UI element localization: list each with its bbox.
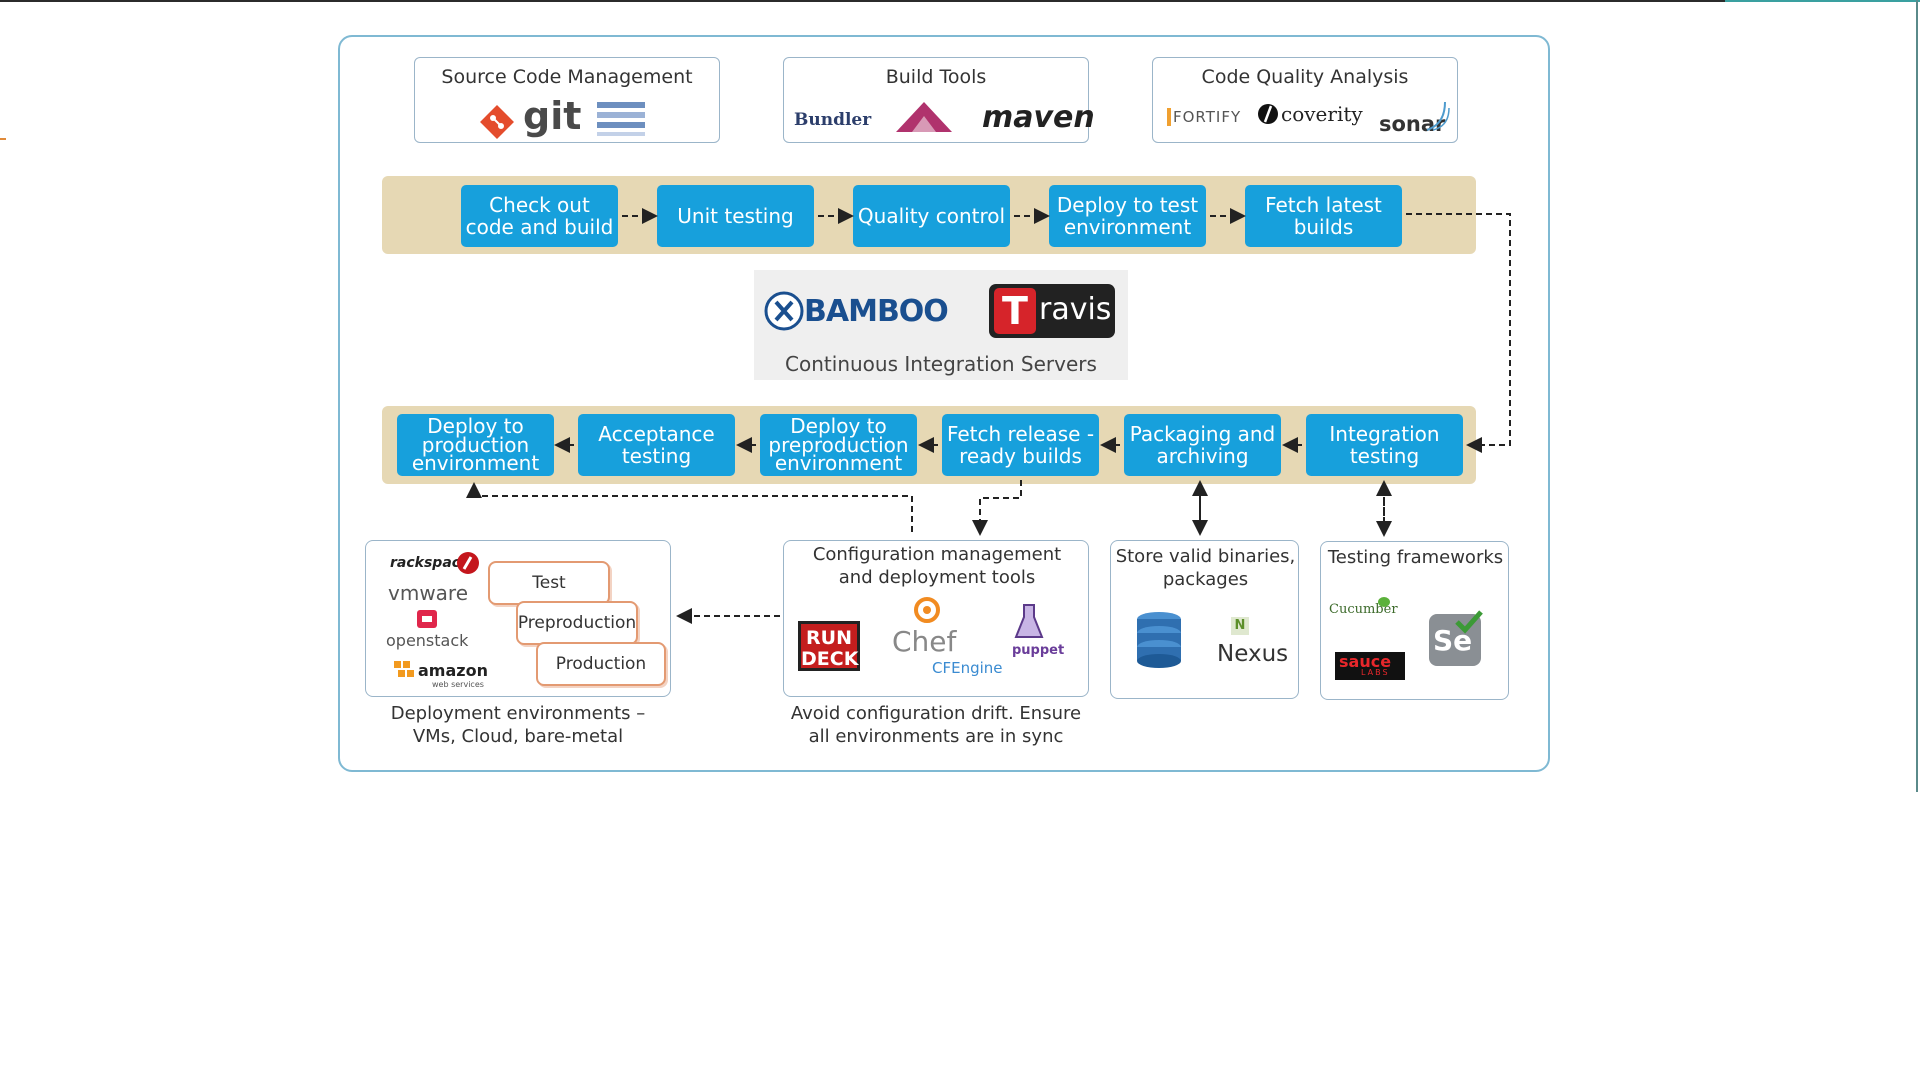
bamboo-icon: [764, 291, 804, 331]
diagram-frame: [338, 35, 1550, 772]
build-tools-title: Build Tools: [885, 66, 987, 88]
travis-logo: T ravis: [989, 284, 1115, 338]
chef-logo-text: Chef: [892, 625, 957, 658]
travis-logo-text: ravis: [1039, 292, 1112, 327]
left-edge-mark: [0, 138, 6, 140]
rackspace-logo-text: rackspace: [390, 555, 470, 571]
nexus-badge: N: [1231, 617, 1249, 635]
nexus-logo-text: Nexus: [1217, 641, 1289, 667]
step-quality-control: Quality control: [853, 185, 1010, 247]
checkmark-icon: [1455, 610, 1483, 634]
ant-feather-icon: [896, 102, 952, 132]
subversion-icon: [597, 102, 645, 136]
puppet-logo-text: puppet: [1012, 643, 1065, 658]
step-deploy-test-env: Deploy to test environment: [1049, 185, 1206, 247]
sauce-logo-text: sauce: [1339, 652, 1392, 671]
travis-t-badge: T: [994, 288, 1036, 334]
scm-title: Source Code Management: [441, 66, 693, 88]
config-mgmt-box: Configuration management and deployment …: [783, 540, 1089, 697]
fortify-logo-text: FORTIFY: [1167, 108, 1241, 126]
amazon-sub-text: web services: [432, 680, 484, 689]
step-acceptance-testing: Acceptance testing: [578, 414, 735, 476]
bamboo-logo-text: BAMBOO: [804, 294, 949, 329]
cucumber-icon: [1378, 597, 1390, 607]
bundler-logo-text: Bundler: [794, 110, 872, 130]
step-fetch-latest-builds: Fetch latest builds: [1245, 185, 1402, 247]
testing-frameworks-box: Testing frameworks Cucumber sauce LABS S…: [1320, 541, 1509, 700]
step-deploy-production: Deploy to production environment: [397, 414, 554, 476]
right-border-line: [1916, 0, 1918, 792]
step-packaging-archiving: Packaging and archiving: [1124, 414, 1281, 476]
binaries-title: Store valid binaries, packages: [1115, 546, 1296, 591]
git-icon: [480, 105, 514, 139]
code-quality-title: Code Quality Analysis: [1201, 66, 1409, 88]
top-border-accent: [1725, 0, 1920, 2]
build-tools-box: Build Tools Bundler maven: [783, 57, 1095, 143]
config-mgmt-title: Configuration management and deployment …: [812, 544, 1062, 589]
rackspace-icon: [457, 552, 479, 574]
deployment-environments-box: rackspace vmware openstack amazon web se…: [365, 540, 671, 697]
vmware-logo-text: vmware: [388, 581, 469, 605]
top-border-line: [0, 0, 1920, 2]
step-checkout-build: Check out code and build: [461, 185, 618, 247]
maven-logo-text: maven: [982, 100, 1095, 135]
env-card-production: Production: [536, 642, 666, 686]
coverity-logo-text: coverity: [1281, 102, 1363, 126]
sonar-waves-icon: [1426, 101, 1450, 131]
step-unit-testing: Unit testing: [657, 185, 814, 247]
database-icon: [1137, 612, 1181, 668]
ci-servers-label: Continuous Integration Servers: [785, 352, 1097, 376]
binaries-box: Store valid binaries, packages N Nexus: [1110, 540, 1299, 699]
scm-box: Source Code Management git: [414, 57, 720, 143]
env-card-test: Test: [488, 561, 610, 605]
openstack-logo-text: openstack: [386, 631, 469, 650]
code-quality-box: Code Quality Analysis FORTIFY coverity s…: [1152, 57, 1458, 143]
aws-icon: [394, 661, 414, 677]
ci-servers-panel: BAMBOO T ravis Continuous Integration Se…: [754, 270, 1128, 380]
sonar-logo-text: sonar: [1379, 112, 1446, 136]
amazon-logo-text: amazon: [418, 661, 488, 680]
step-integration-testing: Integration testing: [1306, 414, 1463, 476]
sauce-labs-logo: sauce LABS: [1335, 652, 1405, 680]
chef-icon: [914, 597, 940, 623]
cfengine-logo-text: CFEngine: [932, 659, 1003, 677]
config-mgmt-caption: Avoid configuration drift. Ensure all en…: [790, 703, 1082, 748]
step-fetch-release-builds: Fetch release -ready builds: [942, 414, 1099, 476]
openstack-icon: [417, 610, 437, 628]
deployment-environments-caption: Deployment environments – VMs, Cloud, ba…: [390, 703, 646, 748]
puppet-icon: [1014, 604, 1044, 638]
step-deploy-preproduction: Deploy to preproduction environment: [760, 414, 917, 476]
rundeck-logo: RUN DECK: [798, 621, 860, 671]
git-logo-text: git: [523, 94, 582, 138]
sauce-labs-text: LABS: [1361, 668, 1390, 677]
coverity-icon: [1258, 104, 1278, 124]
env-card-preproduction: Preproduction: [516, 601, 638, 645]
testing-frameworks-title: Testing frameworks: [1327, 547, 1504, 568]
